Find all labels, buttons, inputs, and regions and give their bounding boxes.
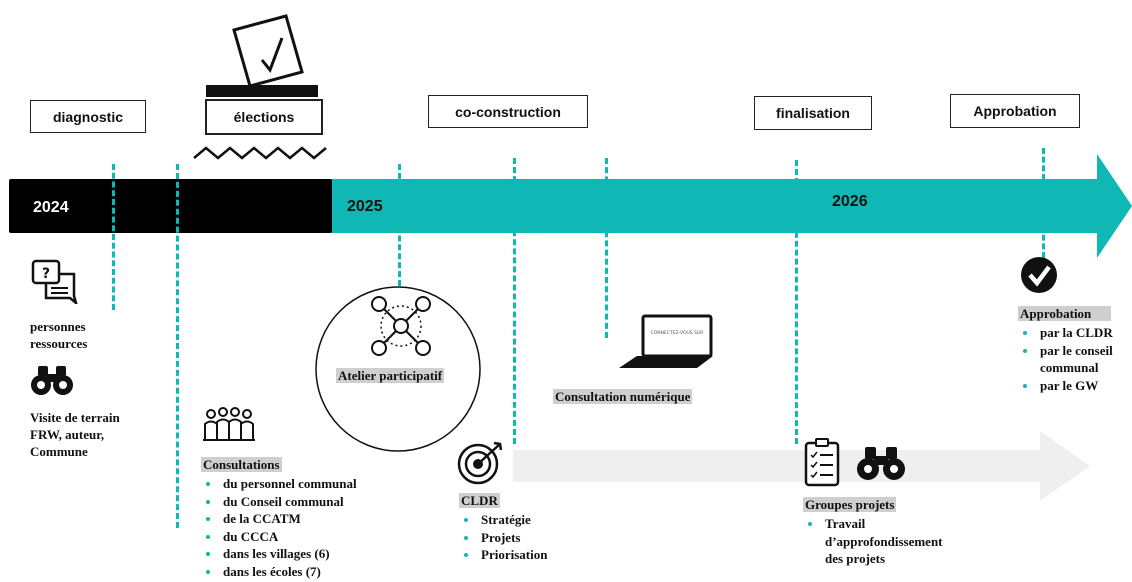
list-item: Stratégie bbox=[459, 511, 599, 529]
consultations-list: du personnel communal du Conseil communa… bbox=[201, 475, 401, 580]
consultation-numerique-label: Consultation numérique bbox=[553, 389, 693, 404]
cldr-list: Stratégie Projets Priorisation bbox=[459, 511, 599, 564]
groupes-title: Groupes projets bbox=[803, 497, 897, 512]
connector-diagnostic bbox=[112, 164, 115, 310]
personnes-ressources-label: personnes ressources bbox=[30, 319, 88, 351]
list-item: Priorisation bbox=[459, 546, 599, 564]
target-icon bbox=[457, 441, 503, 485]
list-item: Travail d’approfondissement des projets bbox=[803, 515, 953, 568]
connector-consultations bbox=[176, 164, 179, 528]
check-circle-icon bbox=[1021, 257, 1057, 293]
list-item: dans les écoles (7) bbox=[201, 563, 401, 581]
ballot-box-icon bbox=[193, 14, 327, 160]
list-item: par la CLDR bbox=[1018, 324, 1130, 342]
black-2024-band bbox=[9, 179, 332, 233]
svg-text:?: ? bbox=[42, 266, 50, 282]
groupes-block: Groupes projets Travail d’approfondissem… bbox=[803, 496, 973, 568]
year-2025: 2025 bbox=[347, 198, 383, 215]
connector-atelier bbox=[398, 164, 401, 286]
cldr-block: CLDR Stratégie Projets Priorisation bbox=[459, 492, 599, 564]
list-item: par le GW bbox=[1018, 377, 1130, 395]
phase-diagnostic: diagnostic bbox=[30, 100, 146, 133]
question-bubbles-icon: ? bbox=[31, 259, 78, 304]
year-2024: 2024 bbox=[33, 199, 69, 216]
list-item: par le conseil communal bbox=[1018, 342, 1130, 377]
visite-terrain-label: Visite de terrain FRW, auteur, Commune bbox=[30, 410, 120, 459]
connector-numerique bbox=[605, 158, 608, 338]
atelier-label: Atelier participatif bbox=[336, 368, 445, 383]
binoculars-icon bbox=[31, 366, 73, 395]
approbation-title: Approbation bbox=[1018, 306, 1112, 321]
list-item: dans les villages (6) bbox=[201, 545, 401, 563]
grey-process-arrow bbox=[513, 431, 1090, 501]
approbation-list: par la CLDR par le conseil communal par … bbox=[1018, 324, 1130, 394]
connector-groupes bbox=[795, 160, 798, 444]
laptop-screen-text: CONNECTEZ-VOUS SUR bbox=[651, 330, 704, 336]
laptop-icon: CONNECTEZ-VOUS SUR bbox=[619, 314, 713, 368]
teal-arrow-body bbox=[330, 154, 1132, 258]
list-item: Projets bbox=[459, 529, 599, 547]
phase-finalisation: finalisation bbox=[754, 96, 872, 130]
group-people-icon bbox=[203, 407, 255, 441]
binoculars-icon bbox=[857, 447, 905, 480]
list-item: du CCCA bbox=[201, 528, 401, 546]
list-item: du personnel communal bbox=[201, 475, 401, 493]
cldr-title: CLDR bbox=[459, 493, 500, 508]
connector-approbation bbox=[1042, 148, 1045, 258]
list-item: de la CCATM bbox=[201, 510, 401, 528]
year-2026: 2026 bbox=[832, 193, 868, 210]
consultations-block: Consultations du personnel communal du C… bbox=[201, 456, 401, 580]
phase-approbation: Approbation bbox=[950, 94, 1080, 128]
approbation-block: Approbation par la CLDR par le conseil c… bbox=[1018, 305, 1130, 394]
connector-cldr bbox=[513, 158, 516, 444]
consultations-title: Consultations bbox=[201, 457, 282, 472]
checklist-icon bbox=[804, 438, 840, 487]
phase-coconstruction: co-construction bbox=[428, 95, 588, 128]
list-item: du Conseil communal bbox=[201, 493, 401, 511]
phase-elections: élections bbox=[205, 99, 323, 135]
network-icon bbox=[371, 296, 431, 356]
groupes-list: Travail d’approfondissement des projets bbox=[803, 515, 953, 568]
